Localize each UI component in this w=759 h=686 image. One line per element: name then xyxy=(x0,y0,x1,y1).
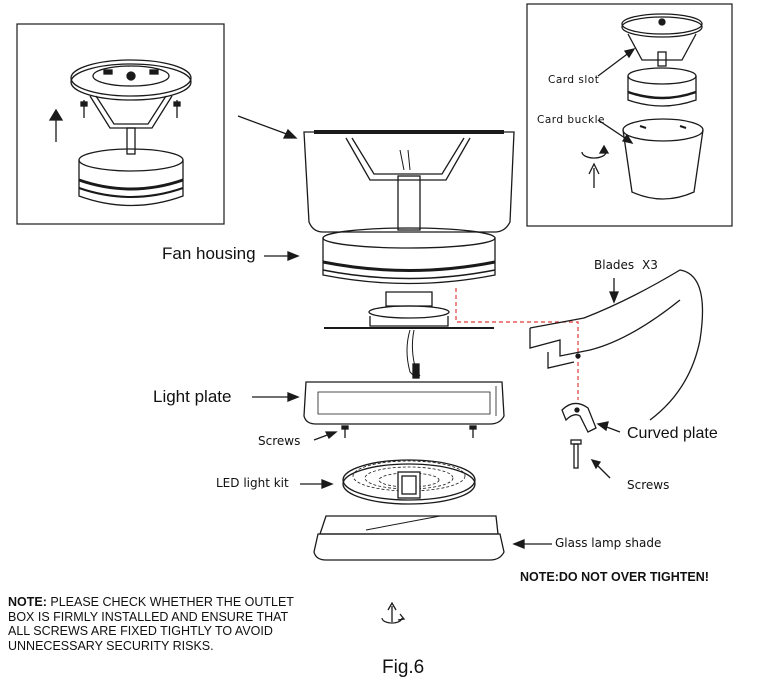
inset-card-slot xyxy=(526,3,733,227)
fan-housing xyxy=(264,130,515,379)
label-curved-plate: Curved plate xyxy=(627,425,718,442)
label-card-buckle: Card buckle xyxy=(537,114,605,126)
label-blades: Blades X3 xyxy=(594,258,658,272)
glass-lamp-shade xyxy=(313,515,552,561)
rotate-icon xyxy=(381,601,406,624)
blade-guide-dashed xyxy=(455,288,579,400)
label-screws-right: Screws xyxy=(627,478,670,492)
light-plate xyxy=(252,381,505,425)
figure-caption: Fig.6 xyxy=(382,657,425,678)
curved-plate xyxy=(561,402,621,433)
safety-note-body: PLEASE CHECK WHETHER THE OUTLET BOX IS F… xyxy=(8,595,294,653)
label-led-light-kit: LED light kit xyxy=(216,476,289,490)
light-plate-screws xyxy=(313,425,477,441)
safety-note-prefix: NOTE: xyxy=(8,595,47,609)
label-blades-text: Blades xyxy=(594,258,635,272)
safety-note: NOTE: PLEASE CHECK WHETHER THE OUTLET BO… xyxy=(8,595,308,653)
label-blades-qty: X3 xyxy=(642,258,658,272)
blade-screw xyxy=(570,439,611,479)
fan-blade xyxy=(529,269,704,421)
label-glass-lamp-shade: Glass lamp shade xyxy=(555,536,662,550)
led-light-kit xyxy=(300,459,476,505)
arrow-inset-to-housing xyxy=(237,115,298,139)
label-light-plate: Light plate xyxy=(153,387,232,406)
caution-note: NOTE:DO NOT OVER TIGHTEN! xyxy=(520,570,709,584)
label-card-slot: Card slot xyxy=(548,74,600,86)
label-screws-left: Screws xyxy=(258,434,301,448)
label-fan-housing: Fan housing xyxy=(162,244,256,263)
inset-motor-bracket xyxy=(16,23,225,225)
